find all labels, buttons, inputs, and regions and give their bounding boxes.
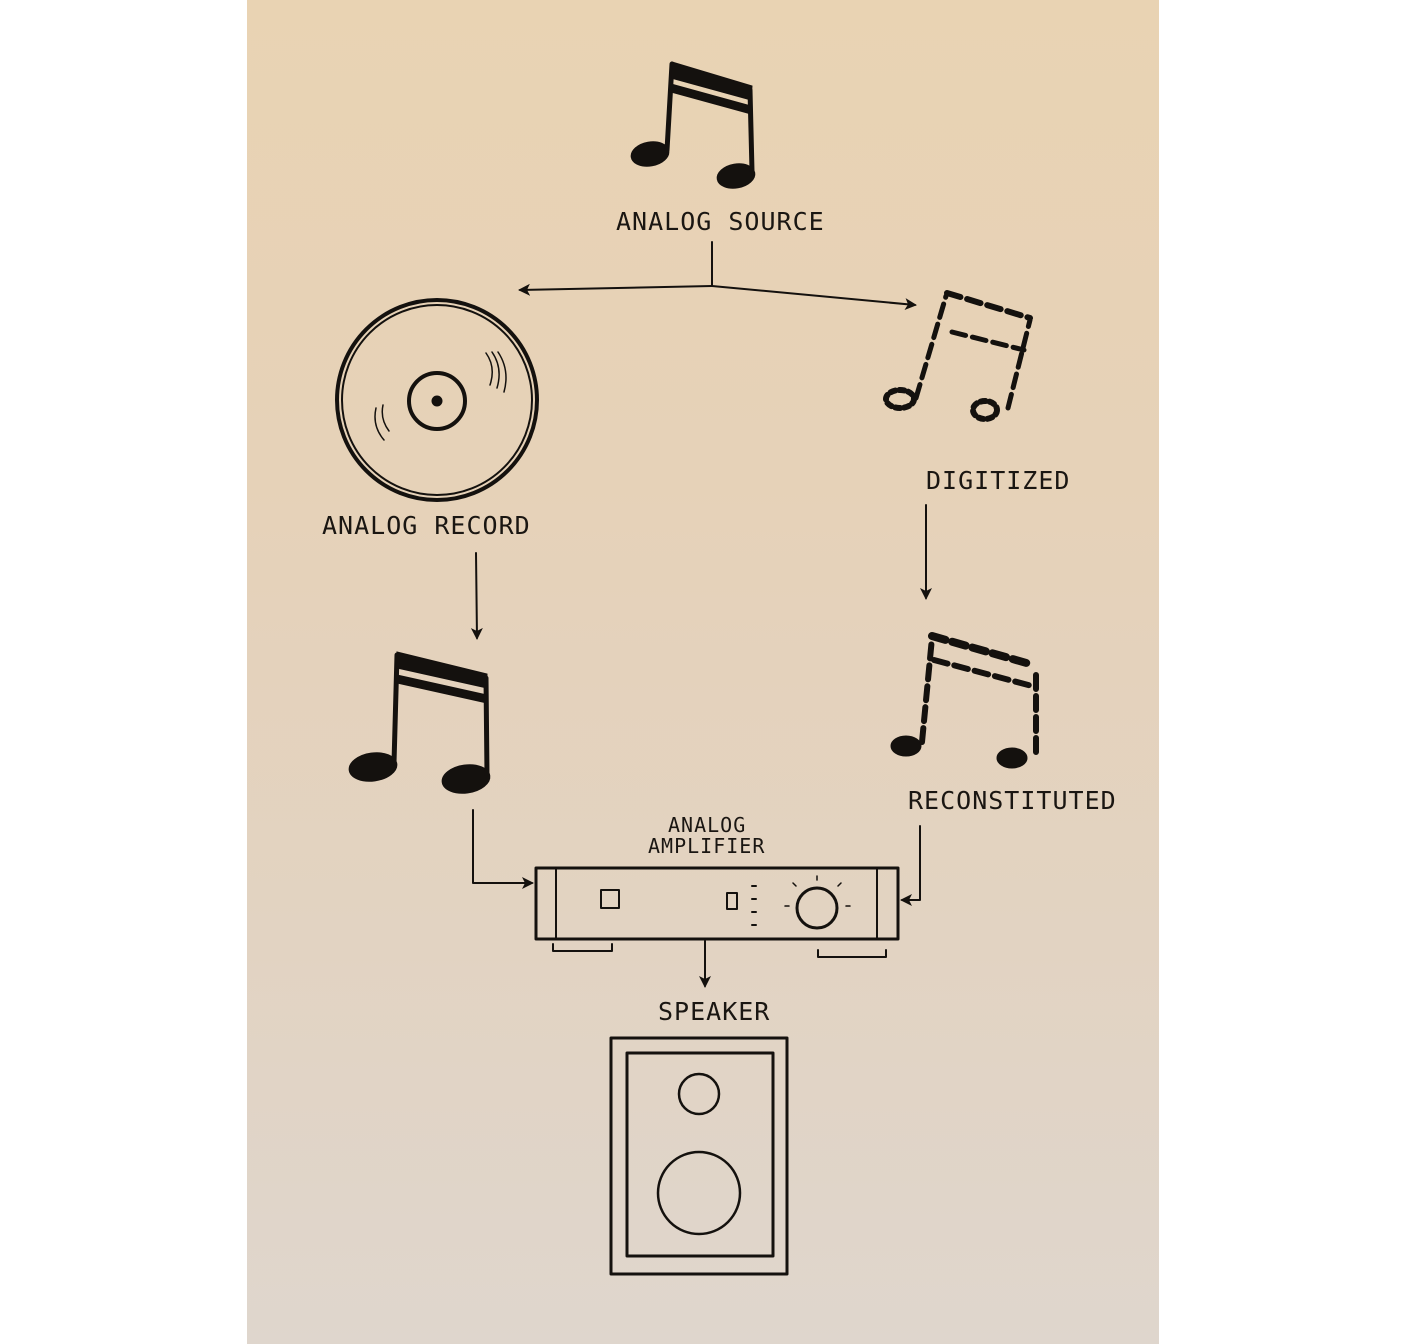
vinyl-record-icon (335, 298, 539, 502)
speaker-icon (609, 1036, 789, 1276)
analog-source-note-icon (630, 61, 756, 189)
amplifier-indicator-lights (751, 885, 757, 926)
reconstituted-to-amplifier-arrow (900, 825, 921, 906)
note-to-amplifier-arrow (472, 809, 534, 889)
reconstituted-note-icon (890, 632, 1039, 769)
analog-source-label: ANALOG SOURCE (616, 207, 825, 236)
amplifier-label-line2: AMPLIFIER (648, 834, 765, 858)
reconstituted-label: RECONSTITUTED (908, 786, 1117, 815)
digitized-label: DIGITIZED (926, 466, 1070, 495)
amplifier-icon (534, 866, 900, 958)
record-output-note-icon (348, 651, 491, 794)
tweeter-icon (677, 1072, 721, 1116)
woofer-icon (656, 1150, 742, 1236)
record-to-note-arrow (470, 552, 483, 640)
speaker-label: SPEAKER (658, 997, 770, 1026)
digitized-note-icon (883, 290, 1033, 422)
amplifier-label-line1: ANALOG (668, 813, 746, 837)
analog-record-label: ANALOG RECORD (322, 511, 531, 540)
source-branch-connector (518, 241, 917, 311)
volume-knob-icon (795, 886, 839, 930)
